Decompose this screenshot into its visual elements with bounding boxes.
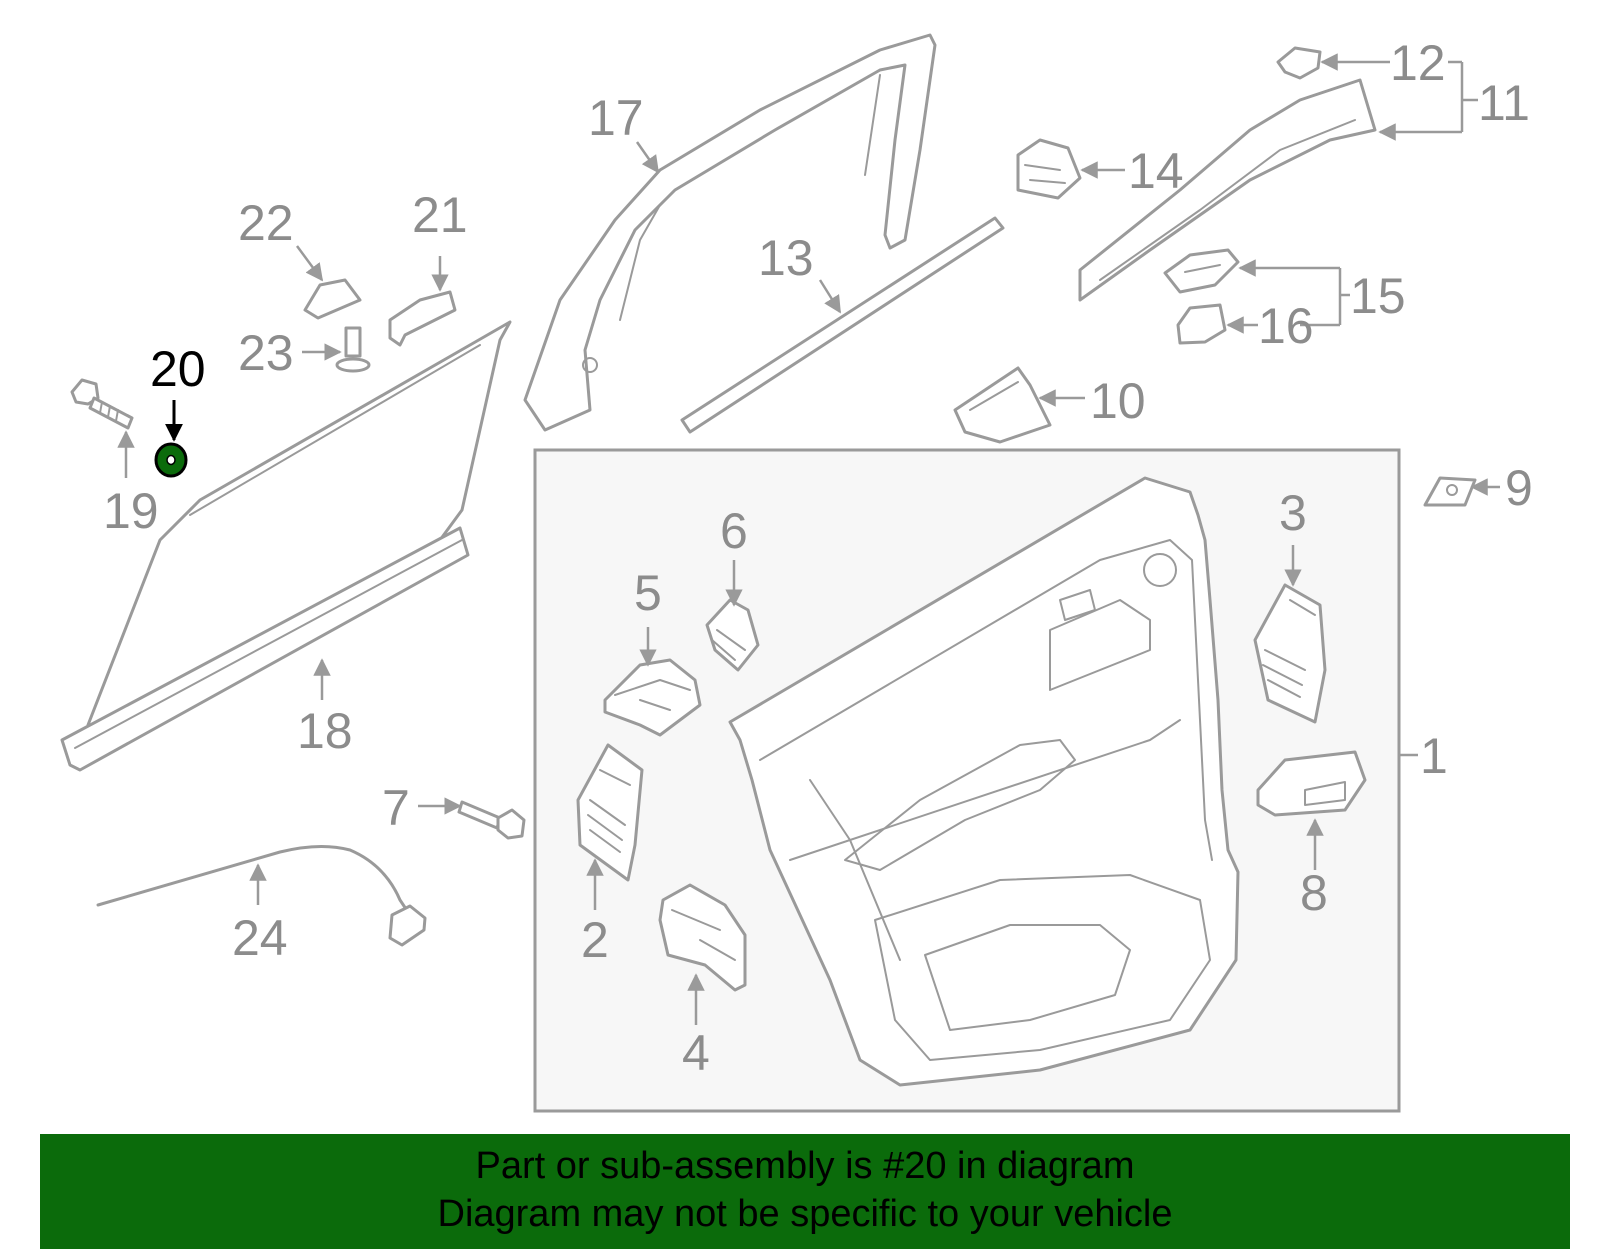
part-15-bezel <box>1163 248 1240 294</box>
part-10-cover <box>953 366 1052 444</box>
callout-12: 12 <box>1390 35 1446 91</box>
callout-20[interactable]: 20 <box>150 341 206 397</box>
part-18-glass <box>60 320 512 772</box>
part-11-trim <box>1078 78 1377 302</box>
part-21-clip <box>388 290 457 347</box>
callout-4: 4 <box>682 1025 710 1081</box>
callout-3: 3 <box>1279 485 1307 541</box>
callout-17: 17 <box>588 90 644 146</box>
callout-1: 1 <box>1420 728 1448 784</box>
callout-15: 15 <box>1350 268 1406 324</box>
part-7-bolt <box>457 800 526 840</box>
door-trim-panel <box>728 476 1240 1087</box>
part-8-switch-bezel <box>1256 750 1367 817</box>
callout-18: 18 <box>297 703 353 759</box>
callout-16: 16 <box>1258 298 1314 354</box>
callout-23: 23 <box>238 325 294 381</box>
part-24-cable <box>96 844 427 947</box>
callout-13: 13 <box>758 230 814 286</box>
callout-21: 21 <box>412 187 468 243</box>
part-17-frame-molding <box>523 33 937 432</box>
callout-11: 11 <box>1478 75 1530 131</box>
leader-lines <box>117 53 1500 1025</box>
callout-10: 10 <box>1090 373 1146 429</box>
part-13-weatherstrip <box>680 216 1005 434</box>
callout-22: 22 <box>238 195 294 251</box>
part-23-pin <box>335 326 371 373</box>
callout-19: 19 <box>103 483 159 539</box>
callout-2: 2 <box>581 912 609 968</box>
info-banner: Part or sub-assembly is #20 in diagram D… <box>40 1134 1570 1249</box>
callout-8: 8 <box>1300 865 1328 921</box>
part-14-switch <box>1016 138 1082 200</box>
banner-line-1: Part or sub-assembly is #20 in diagram <box>475 1145 1135 1187</box>
callout-5: 5 <box>634 565 662 621</box>
callout-labels: 1 2 3 4 5 6 7 8 9 10 11 12 13 14 15 16 1… <box>103 35 1533 1081</box>
part-9-clip <box>1423 476 1477 507</box>
part-4-bracket <box>658 883 747 992</box>
part-2-bracket <box>576 743 644 882</box>
callout-6: 6 <box>720 503 748 559</box>
callout-9: 9 <box>1505 460 1533 516</box>
callout-24: 24 <box>232 910 288 966</box>
banner-line-2: Diagram may not be specific to your vehi… <box>437 1193 1173 1235</box>
callout-7: 7 <box>382 780 410 836</box>
part-16-switch <box>1176 303 1227 345</box>
part-12-cap <box>1276 46 1322 80</box>
part-19-bolt <box>70 378 134 430</box>
callout-14: 14 <box>1128 143 1184 199</box>
part-20-grommet[interactable] <box>154 442 188 478</box>
part-22-clip <box>303 278 362 320</box>
